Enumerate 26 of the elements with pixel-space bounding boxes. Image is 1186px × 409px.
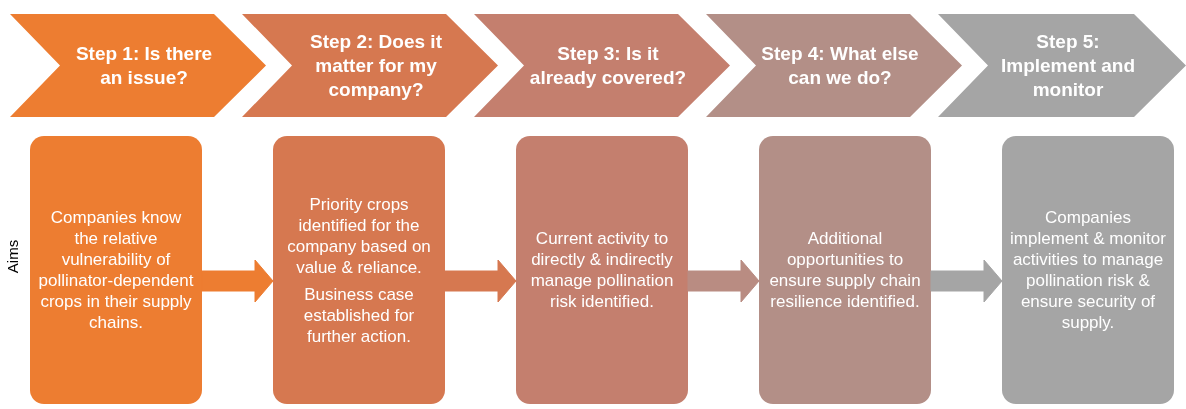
aim-text: Business case established for further action. — [302, 283, 416, 347]
aim-box — [30, 136, 202, 404]
aim-text: Companies implement & monitor activities to manage pollination risk & ensure security of supply. — [1010, 207, 1166, 333]
step-title: Step 1: Is there an issue? — [74, 41, 214, 90]
chevron-step — [938, 14, 1186, 117]
block-arrow — [930, 259, 1003, 303]
aim-box — [516, 136, 688, 404]
step-title: Step 3: Is it already covered? — [528, 41, 688, 90]
row-label: Aims — [4, 239, 22, 274]
chevron-step — [242, 14, 498, 117]
aim-text: Additional opportunities to ensure supply chain resilience identified. — [768, 228, 922, 312]
aim-box — [273, 136, 445, 404]
aim-text: Companies know the relative vulnerability of pollinator-dependent crops in their supply chains. — [38, 207, 194, 333]
aim-box — [759, 136, 931, 404]
aim-box — [1002, 136, 1174, 404]
chevron-step — [706, 14, 962, 117]
block-arrow — [444, 259, 517, 303]
block-arrow — [201, 259, 274, 303]
step-title: Step 4: What else can we do? — [760, 41, 920, 90]
aim-text: Current activity to directly & indirectly manage pollination risk identified. — [529, 228, 675, 312]
block-arrow — [687, 259, 760, 303]
chevron-step — [10, 14, 266, 117]
aim-text: Priority crops identified for the company based on value & reliance. — [286, 193, 432, 278]
step-title: Step 5: Implement and monitor — [999, 29, 1137, 102]
step-title: Step 2: Does it matter for my company? — [309, 29, 443, 102]
chevron-step — [474, 14, 730, 117]
